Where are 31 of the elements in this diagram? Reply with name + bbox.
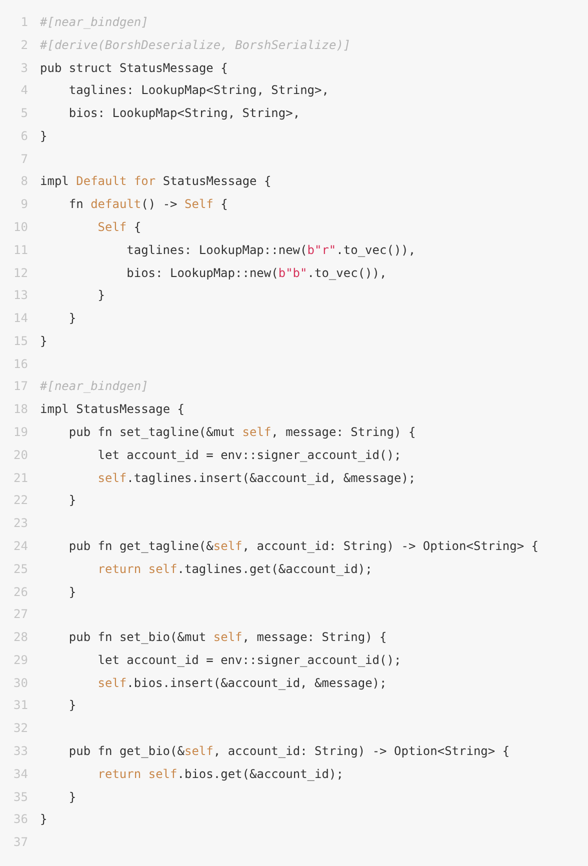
code-line: let account_id = env::signer_account_id(); (98, 446, 402, 463)
code-line: } (68, 492, 76, 508)
code-comment: #[near_bindgen] (40, 378, 148, 394)
code-comment: #[near_bindgen] (40, 14, 148, 30)
code-line: } (40, 128, 48, 144)
code-line: pub fn set_bio(&mut self, message: String) { (68, 629, 387, 646)
code-line: } (40, 811, 48, 828)
code-line: let account_id = env::signer_account_id(); (98, 652, 402, 668)
code-line: pub fn set_tagline(&mut self, message: String) { (68, 424, 416, 440)
code-line: return self.taglines.get(&account_id); (98, 560, 372, 577)
code-comment: #[derive(BorshDeserialize, BorshSerialize)] (40, 36, 351, 53)
code-line: } (40, 332, 48, 349)
code-line: taglines: LookupMap<String, String>, (68, 82, 329, 98)
code-line: } (68, 697, 76, 714)
code-line: bios: LookupMap::new(b"b".to_vec()), (126, 264, 387, 281)
code-line: } (98, 287, 105, 304)
code-line: return self.bios.get(&account_id); (98, 766, 344, 782)
code-line: fn default() -> Self { (68, 196, 228, 212)
code-line: pub fn get_bio(&self, account_id: String) -> Option<String> { (68, 742, 510, 759)
code-line: self.bios.insert(&account_id, &message); (98, 674, 387, 691)
code-line: } (68, 310, 76, 326)
code-line: Self { (98, 219, 142, 236)
code-line: impl Default for StatusMessage { (40, 173, 272, 190)
code-line: } (68, 788, 76, 805)
code-line: self.taglines.insert(&account_id, &message); (98, 470, 416, 486)
code-line: pub struct StatusMessage { (40, 60, 228, 76)
code-line: pub fn get_tagline(&self, account_id: String) -> Option<String> { (68, 538, 538, 554)
code-line: } (68, 584, 76, 600)
code-line: bios: LookupMap<String, String>, (68, 105, 300, 122)
code-line: taglines: LookupMap::new(b"r".to_vec()), (126, 242, 416, 258)
code-line: impl StatusMessage { (40, 401, 184, 418)
